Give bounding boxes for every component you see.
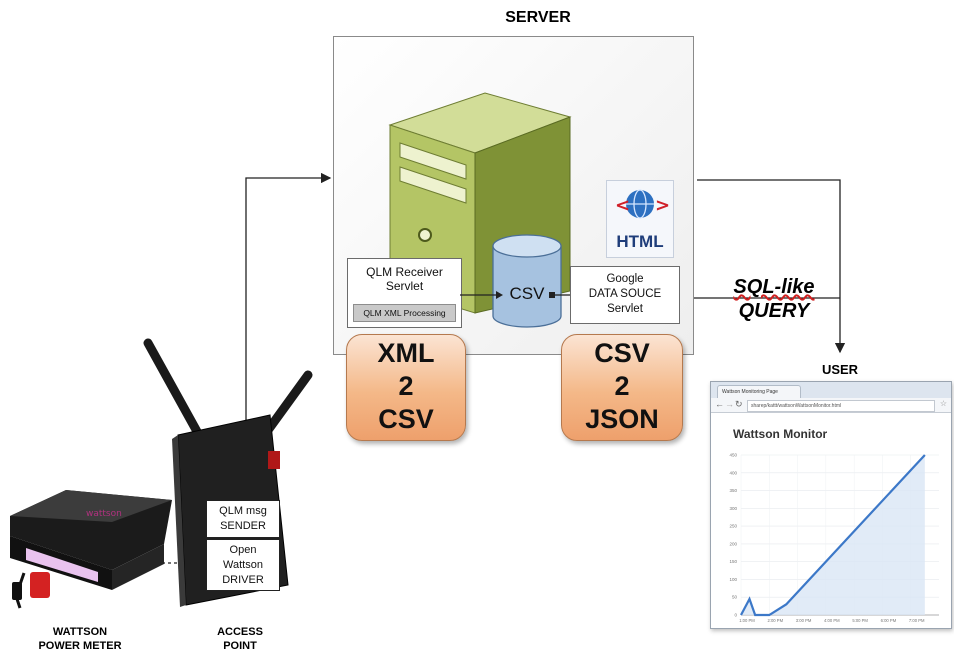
forward-icon[interactable]: → (725, 399, 734, 409)
csv-label: CSV (509, 284, 545, 303)
sql-like-text: SQL-like (733, 276, 815, 298)
chart-y-tick-label: 0 (734, 613, 737, 618)
sql-query-label: SQL-like QUERY (716, 275, 832, 323)
user-label: USER (821, 362, 859, 377)
globe-icon: < > (615, 189, 670, 219)
chart-x-tick-label: 4:00 PM (824, 618, 840, 623)
svg-text:>: > (655, 195, 670, 216)
address-bar[interactable]: sharep/kattt/wattsonWattsonMonitor.html (747, 400, 935, 412)
csv-to-json-box: CSV 2 JSON (561, 334, 683, 441)
xml-to-csv-line3: CSV (378, 404, 434, 434)
power-meter-line2: POWER METER (38, 639, 122, 652)
csv-to-json-line2: 2 (614, 371, 630, 401)
chart-y-tick-label: 450 (729, 453, 737, 458)
sender-line2: SENDER (220, 520, 266, 532)
receiver-line1: QLM Receiver (366, 265, 443, 279)
back-icon[interactable]: ← (715, 399, 724, 409)
google-line3: Servlet (607, 303, 643, 315)
qlm-receiver-servlet: QLM Receiver Servlet QLM XML Processing (347, 258, 462, 328)
chart-x-tick-label: 6:00 PM (881, 618, 897, 623)
power-meter-line1: WATTSON (52, 626, 108, 638)
browser-toolbar: ← → ↻ sharep/kattt/wattsonWattsonMonitor… (711, 398, 951, 413)
html-badge: < > HTML (606, 180, 674, 258)
chart-y-tick-label: 200 (729, 541, 737, 546)
query-text: QUERY (738, 300, 810, 322)
chart-series-line (740, 454, 926, 617)
bookmark-star-icon[interactable]: ☆ (939, 399, 947, 408)
svg-text:wattson: wattson (86, 509, 122, 519)
server-flow-arrows (460, 291, 571, 299)
chart-area-fill (741, 455, 925, 615)
chart-x-tick-label: 3:00 PM (796, 618, 812, 623)
chart-y-tick-label: 400 (729, 470, 737, 475)
xml-to-csv-line2: 2 (398, 371, 414, 401)
google-data-source-servlet: Google DATA SOUCE Servlet (570, 266, 680, 324)
chart-x-tick-label: 5:00 PM (852, 618, 868, 623)
chart-y-tick-label: 150 (729, 559, 737, 564)
wattson-chart: 0 50 100 150 200 250 300 350 400 450 1:00 PM 2:00 P… (729, 453, 939, 623)
access-point-line1: ACCESS (217, 626, 263, 638)
driver-line1: Open (229, 544, 257, 556)
csv-to-json-line1: CSV (594, 338, 650, 368)
power-meter-image: wattson (10, 490, 172, 609)
reload-icon[interactable]: ↻ (735, 399, 743, 409)
qlm-xml-processing: QLM XML Processing (353, 304, 456, 322)
address-url: sharep/kattt/wattsonWattsonMonitor.html (751, 403, 842, 409)
access-point-label: ACCESS POINT (190, 626, 290, 654)
chart-y-tick-label: 100 (729, 577, 737, 582)
html-badge-label: HTML (616, 232, 664, 251)
qlm-msg-sender-box: QLM msg SENDER (206, 500, 280, 538)
svg-text:<: < (615, 195, 630, 216)
chart-y-tick-label: 300 (729, 506, 737, 511)
chart-y-tick-label: 250 (729, 524, 737, 529)
chart-x-tick-label: 2:00 PM (767, 618, 783, 623)
xml-to-csv-box: XML 2 CSV (346, 334, 466, 441)
sender-line1: QLM msg (219, 505, 267, 517)
server-title: SERVER (505, 9, 571, 26)
server-to-user-line (697, 179, 846, 354)
page-title: Wattson Monitor (733, 427, 828, 441)
browser-tabbar: Wattson Monitoring Page (711, 382, 951, 399)
chart-x-tick-label: 7:00 PM (909, 618, 925, 623)
open-wattson-driver-box: Open Wattson DRIVER (206, 539, 280, 591)
ap-to-server-line (245, 172, 332, 505)
csv-to-json-line3: JSON (585, 404, 659, 434)
browser-tab-title: Wattson Monitoring Page (722, 389, 778, 395)
driver-line3: DRIVER (222, 574, 264, 586)
access-point-line2: POINT (223, 639, 257, 652)
google-line1: Google (606, 273, 644, 285)
power-meter-label: WATTSON POWER METER (20, 626, 140, 654)
browser-window: Wattson Monitoring Page ← → ↻ sharep/kat… (710, 381, 952, 629)
chart-y-tick-label: 50 (732, 595, 738, 600)
receiver-line2: Servlet (385, 279, 424, 293)
driver-line2: Wattson (223, 559, 263, 571)
google-line2: DATA SOUCE (588, 288, 662, 300)
csv-database (492, 234, 562, 328)
chart-x-tick-label: 1:00 PM (739, 618, 755, 623)
xml-to-csv-line1: XML (377, 338, 435, 368)
chart-y-tick-label: 350 (729, 488, 737, 493)
browser-tab[interactable]: Wattson Monitoring Page (717, 385, 801, 399)
